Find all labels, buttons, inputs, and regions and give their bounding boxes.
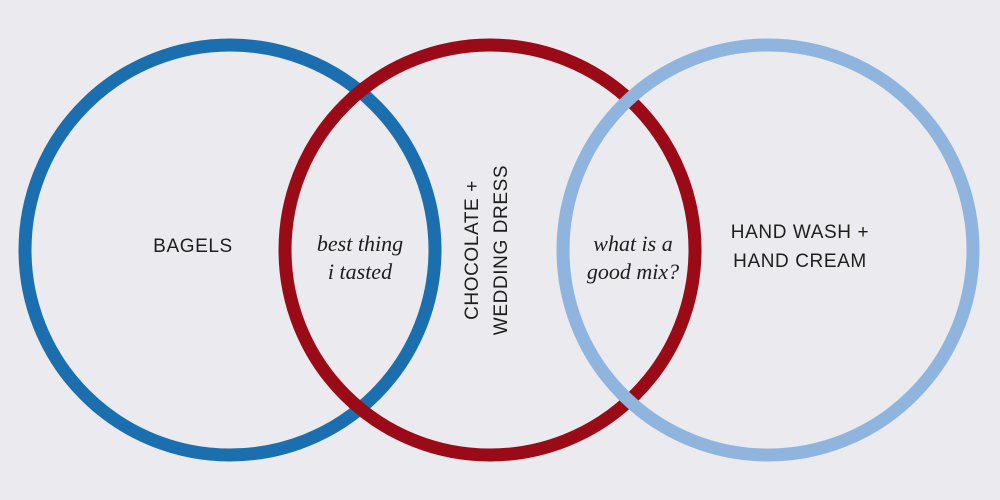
circle-bagels (18, 38, 442, 462)
set-label-bagels-text: BAGELS (153, 236, 233, 257)
overlap-label-left-middle: best thing i tasted (280, 230, 440, 286)
set-label-middle-line2: WEDDING DRESS (491, 164, 512, 336)
set-label-right-line1: HAND WASH + (730, 222, 870, 243)
set-label-middle-line1: CHOCOLATE + (462, 180, 483, 320)
overlap-label-left-middle-line2: i tasted (327, 259, 393, 284)
set-label-right-line2: HAND CREAM (733, 251, 867, 272)
circle-hand-wash-hand-cream (556, 38, 980, 462)
set-label-bagels: BAGELS (120, 232, 266, 261)
overlap-label-middle-right-line1: what is a (593, 231, 673, 256)
overlap-label-left-middle-line1: best thing (316, 231, 404, 256)
overlap-label-middle-right-line2: good mix? (586, 259, 680, 284)
set-label-hand-wash-hand-cream: HAND WASH + HAND CREAM (700, 218, 900, 276)
overlap-label-middle-right: what is a good mix? (553, 230, 713, 286)
circle-chocolate-wedding-dress (278, 38, 702, 462)
